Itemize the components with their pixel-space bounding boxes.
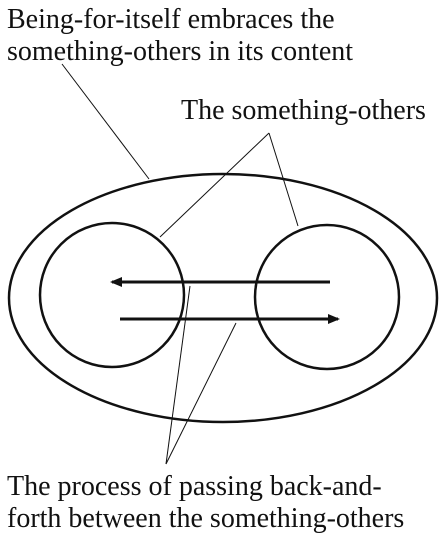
something-others-leader-right bbox=[268, 132, 299, 227]
something-others-leader-left bbox=[159, 132, 270, 238]
process-leader-right bbox=[165, 322, 237, 465]
process-leader-left bbox=[165, 285, 191, 465]
something-others-label: The something-others bbox=[181, 95, 426, 126]
left-something-other-circle bbox=[38, 221, 186, 369]
top-label-line-2: something-others in its content bbox=[7, 36, 353, 67]
bottom-label-line-2: forth between the something-others bbox=[7, 503, 404, 534]
right-something-other-circle bbox=[253, 223, 401, 371]
top-label-leader-line bbox=[61, 63, 150, 180]
being-for-itself-ellipse bbox=[7, 172, 439, 424]
top-label-line-1: Being-for-itself embraces the bbox=[7, 4, 335, 35]
bottom-label-line-1: The process of passing back-and- bbox=[7, 471, 382, 502]
